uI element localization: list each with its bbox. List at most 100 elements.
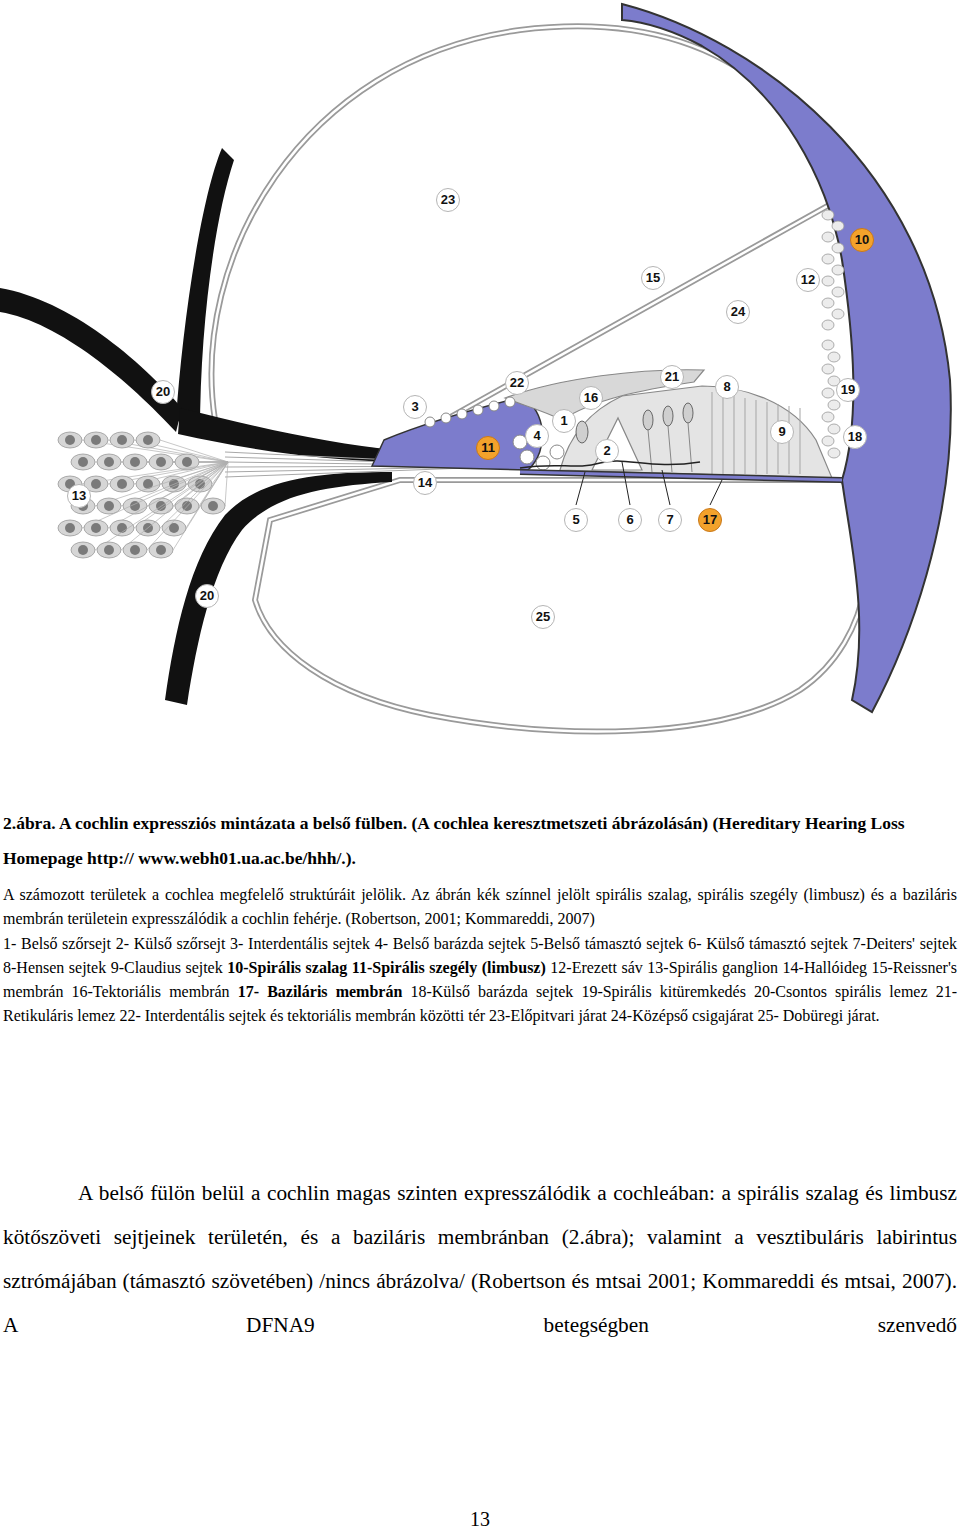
stria-vascularis-cell (822, 276, 834, 286)
ganglion-axon (160, 462, 228, 528)
ganglion-nucleus (91, 479, 101, 489)
spiral-ligament (622, 4, 951, 712)
callout-number: 18 (843, 425, 867, 449)
callout-number: 25 (531, 605, 555, 629)
stria-vascularis-cell (822, 232, 834, 242)
callout-number: 22 (505, 371, 529, 395)
ganglion-nucleus (104, 545, 114, 555)
callout-number: 5 (564, 508, 588, 532)
ganglion-axon (82, 462, 228, 528)
ganglion-cell (123, 542, 147, 558)
ganglion-cell (149, 454, 173, 470)
hensen-cell (734, 396, 735, 474)
callout-number: 17 (698, 508, 722, 532)
leader-line (710, 480, 722, 505)
ganglion-cell (97, 542, 121, 558)
ganglion-nucleus (117, 523, 127, 533)
callout-number: 23 (436, 188, 460, 212)
ganglion-axon (108, 462, 228, 528)
callout-number: 20 (195, 584, 219, 608)
callout-number: 4 (525, 424, 549, 448)
callout-number: 11 (476, 436, 500, 460)
outer-sulcus-cell (822, 388, 834, 398)
scala-tympani-inner-line (255, 480, 867, 731)
stria-vascularis-cell (832, 287, 844, 297)
ganglion-axon (134, 462, 228, 528)
ganglion-nucleus (130, 545, 140, 555)
outer-sulcus-cell (822, 436, 834, 446)
ganglion-cell (123, 454, 147, 470)
body-text: A belső fülön belül a cochlin magas szin… (3, 1171, 957, 1347)
callout-number: 2 (595, 439, 619, 463)
callout-number: 6 (618, 508, 642, 532)
callout-number: 13 (67, 484, 91, 508)
deiters-cell (648, 430, 652, 472)
ganglion-nucleus (182, 457, 192, 467)
stria-vascularis-cell (832, 243, 844, 253)
key-item-bold: 10-Spirális szalag 11-Spirális szegély (… (227, 959, 546, 976)
ganglion-axon (173, 462, 228, 550)
ganglion-nucleus (208, 501, 218, 511)
ganglion-cell (162, 520, 186, 536)
inner-hair-cell (576, 421, 588, 443)
ganglion-nucleus (117, 435, 127, 445)
callout-number: 7 (658, 508, 682, 532)
stria-vascularis-cell (832, 221, 844, 231)
ganglion-cell (136, 476, 160, 492)
scala-tympani-outline (255, 480, 867, 731)
ganglion-axon (95, 462, 228, 550)
ganglion-cell (58, 520, 82, 536)
ganglion-cell (84, 520, 108, 536)
ganglion-axon (121, 462, 228, 550)
ganglion-nucleus (104, 501, 114, 511)
ganglion-cell (58, 432, 82, 448)
ganglion-nucleus (156, 545, 166, 555)
stria-vascularis-cell (832, 265, 844, 275)
ganglion-cell (97, 454, 121, 470)
hensen-cell (756, 400, 757, 474)
figure-caption: 2.ábra. A cochlin expressziós mintázata … (3, 806, 953, 876)
bony-wall (0, 288, 182, 432)
ganglion-cell (201, 498, 225, 514)
callout-number: 19 (836, 378, 860, 402)
deiters-cell (688, 423, 692, 472)
inner-sulcus-cell (520, 450, 534, 464)
hensen-cell (745, 398, 746, 474)
ganglion-cell (110, 476, 134, 492)
leader-line (576, 472, 585, 505)
leader-line (662, 470, 670, 505)
interdental-cell (473, 405, 483, 415)
interdental-cell (489, 401, 499, 411)
ganglion-cell (136, 432, 160, 448)
ganglion-axon (147, 462, 228, 550)
leader-line (622, 462, 630, 505)
outer-sulcus-cell (822, 340, 834, 350)
callout-number: 14 (413, 471, 437, 495)
interdental-cell (457, 409, 467, 419)
basilar-membrane-edge (520, 472, 842, 480)
stria-vascularis-cell (822, 320, 834, 330)
ganglion-nucleus (156, 457, 166, 467)
ganglion-nucleus (78, 457, 88, 467)
hensen-cell (723, 394, 724, 474)
callout-number: 8 (715, 375, 739, 399)
scala-vestibuli-outline (212, 26, 838, 452)
outer-sulcus-cell (822, 364, 834, 374)
spiral-limbus (372, 397, 542, 470)
callout-number: 15 (641, 266, 665, 290)
outer-sulcus-cell (828, 400, 840, 410)
stria-vascularis-cell (822, 210, 834, 220)
callout-number: 1 (552, 409, 576, 433)
key-item-bold: 17- Baziláris membrán (238, 983, 403, 1000)
ganglion-cell (84, 432, 108, 448)
ganglion-cell (97, 498, 121, 514)
ganglion-axon (225, 462, 228, 506)
stria-vascularis-cell (822, 254, 834, 264)
outer-hair-cell (643, 410, 653, 430)
ganglion-cell (149, 542, 173, 558)
outer-sulcus-cell (828, 448, 840, 458)
callout-number: 24 (726, 300, 750, 324)
outer-sulcus-cell (822, 412, 834, 422)
osseous-spiral-lamina (178, 408, 396, 462)
